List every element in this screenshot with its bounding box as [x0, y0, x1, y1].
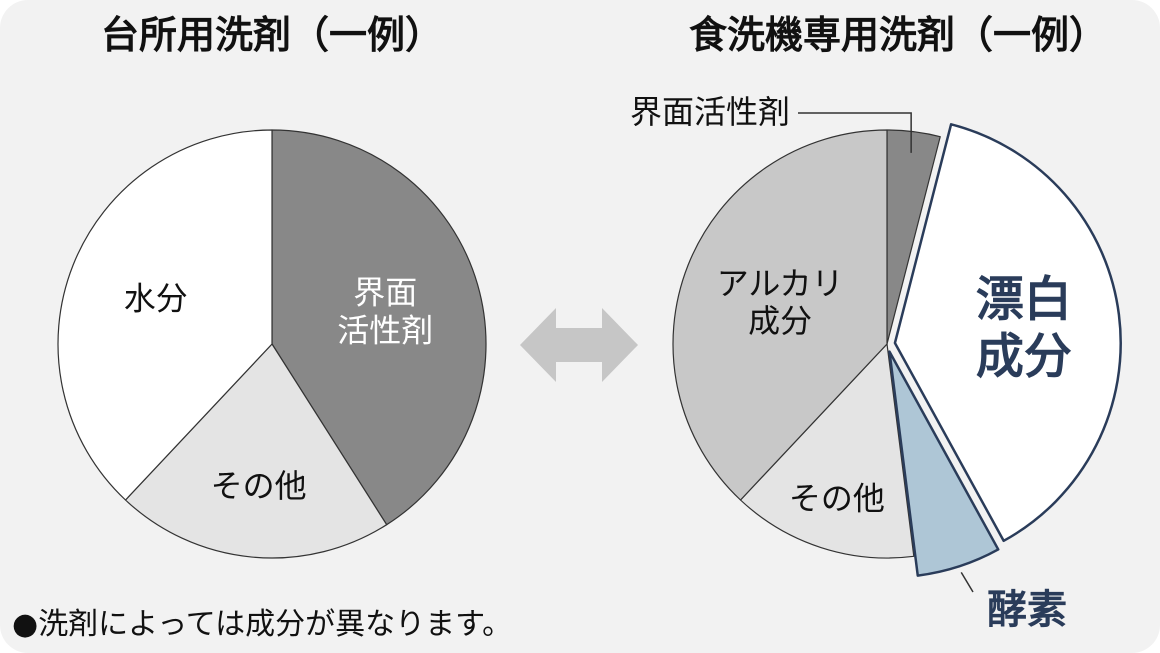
slice-label-surfactant-line-2: 活性剤: [337, 312, 433, 350]
callout-label-enzyme: 酵素: [987, 587, 1067, 633]
pie-slice-surfactant: [271, 129, 487, 526]
slice-label-bleach-line-2: 成分: [976, 328, 1072, 384]
callout-line-surfactant: [798, 112, 912, 153]
slice-label-water-line-1: 水分: [124, 280, 188, 318]
svg-text:●洗剤によっては成分が異なります。: ●洗剤によっては成分が異なります。: [12, 607, 512, 642]
slice-label-other-line-1: その他: [211, 467, 307, 505]
callout-label-surfactant: 界面活性剤: [630, 93, 790, 131]
double-arrow-icon: [520, 308, 638, 382]
chart-title-kitchen-detergent: 台所用洗剤（一例）: [101, 13, 443, 57]
slice-label-alkali-line-2: 成分: [748, 302, 812, 340]
pie-slice-alkali: [672, 129, 888, 501]
slice-label-bleach-line-1: 漂白: [976, 272, 1072, 328]
footnote-text: 洗剤によっては成分が異なります。: [38, 607, 512, 642]
slice-label-surfactant-line-1: 界面: [353, 274, 417, 312]
slice-label-other-line-1: その他: [789, 480, 885, 518]
callout-line-enzyme: [960, 571, 974, 593]
pie-slice-enzyme: [888, 350, 1000, 577]
slice-label-alkali-line-1: アルカリ: [717, 264, 844, 302]
chart-title-dishwasher-detergent: 食洗機専用洗剤（一例）: [689, 13, 1107, 57]
footnote-bullet-icon: ●: [12, 607, 38, 642]
pie-slice-other: [739, 343, 915, 559]
pie-slice-water: [57, 129, 273, 501]
pie-slice-bleach: [893, 123, 1122, 543]
pie-slice-other: [124, 343, 388, 559]
